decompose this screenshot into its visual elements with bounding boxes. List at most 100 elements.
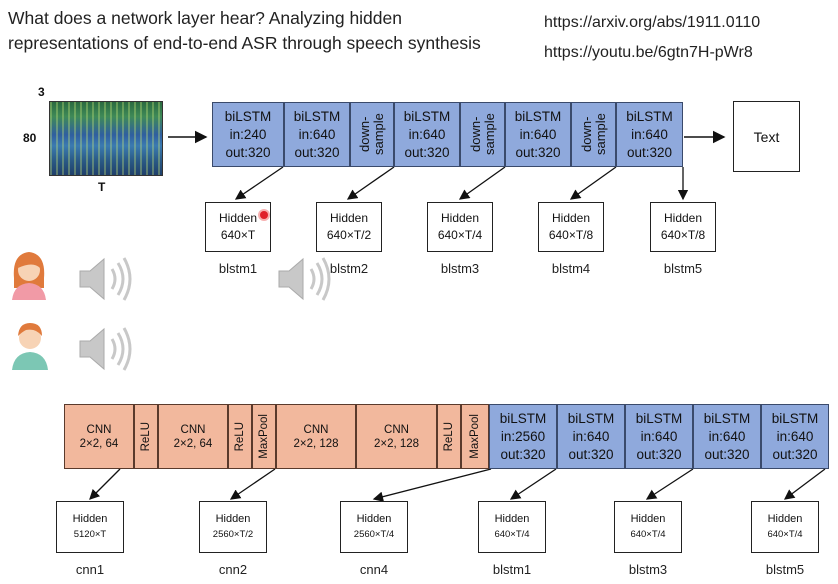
hidden-dims: 5120×T xyxy=(73,529,107,540)
relu-block-1: ReLU xyxy=(134,404,158,469)
block-params: 2×2, 64 xyxy=(173,437,213,450)
block-in: in:640 xyxy=(519,126,557,142)
youtube-link[interactable]: https://youtu.be/6gtn7H-pWr8 xyxy=(544,44,753,61)
block-out: out:320 xyxy=(225,144,271,160)
bottom-blstm-block-3: biLSTM in:640 out:320 xyxy=(625,404,693,469)
block-in: in:640 xyxy=(708,428,746,444)
block-in: in:640 xyxy=(640,428,678,444)
block-title: biLSTM xyxy=(771,410,819,426)
top-downsample-block-3: down-sample xyxy=(571,102,616,167)
block-in: in:640 xyxy=(776,428,814,444)
arxiv-link[interactable]: https://arxiv.org/abs/1911.0110 xyxy=(544,14,761,31)
block-out: out:320 xyxy=(568,446,614,462)
block-title: biLSTM xyxy=(403,108,451,124)
label-blstm1-top: blstm1 xyxy=(218,261,258,276)
block-title: biLSTM xyxy=(703,410,751,426)
female-avatar-icon xyxy=(12,252,46,300)
block-params: 2×2, 128 xyxy=(373,437,420,450)
hidden-title: Hidden xyxy=(663,211,703,225)
hidden-box-blstm3-bottom: Hidden 640×T/4 xyxy=(614,501,682,553)
block-title: down-sample xyxy=(467,113,497,156)
label-blstm4-top: blstm4 xyxy=(551,261,591,276)
label-blstm3-top: blstm3 xyxy=(440,261,480,276)
hidden-box-blstm1: Hidden 640×T xyxy=(205,202,271,252)
arrow-top-blstm1 xyxy=(234,166,284,200)
arrow-bottom-blstm3 xyxy=(645,468,694,500)
maxpool-block-1: MaxPool xyxy=(252,404,276,469)
hidden-dims: 2560×T/2 xyxy=(212,529,254,540)
block-params: 2×2, 64 xyxy=(79,437,119,450)
hidden-dims: 640×T/4 xyxy=(437,228,483,242)
block-title: CNN xyxy=(86,423,112,436)
block-in: in:640 xyxy=(631,126,668,142)
spectrogram-freq-label: 80 xyxy=(23,131,37,145)
text-output-label: Text xyxy=(753,128,780,145)
block-title: CNN xyxy=(180,423,206,436)
reference-links: https://arxiv.org/abs/1911.0110 https://… xyxy=(544,8,760,68)
hidden-box-cnn4: Hidden 2560×T/4 xyxy=(340,501,408,553)
cursor-dot-icon xyxy=(260,211,268,219)
block-title: ReLU xyxy=(442,421,455,452)
block-title: biLSTM xyxy=(514,108,562,124)
block-title: MaxPool xyxy=(468,414,481,459)
hidden-dims: 640×T/8 xyxy=(548,228,594,242)
hidden-box-cnn1: Hidden 5120×T xyxy=(56,501,124,553)
male-avatar-icon xyxy=(12,323,48,370)
hidden-title: Hidden xyxy=(329,211,369,225)
block-out: out:320 xyxy=(636,446,682,462)
spectrogram-image xyxy=(49,101,163,176)
hidden-dims: 640×T/4 xyxy=(630,529,666,540)
block-out: out:320 xyxy=(500,446,546,462)
block-in: in:640 xyxy=(298,126,336,142)
hidden-title: Hidden xyxy=(767,513,803,525)
hidden-title: Hidden xyxy=(356,513,392,525)
hidden-dims: 2560×T/4 xyxy=(353,529,395,540)
speaker-icon-2 xyxy=(278,257,331,301)
hidden-title: Hidden xyxy=(72,513,108,525)
label-blstm3-bottom: blstm3 xyxy=(628,562,668,577)
label-cnn2: cnn2 xyxy=(218,562,248,577)
arrow-top-blstm2 xyxy=(346,166,395,200)
block-in: in:640 xyxy=(572,428,610,444)
relu-block-2: ReLU xyxy=(228,404,252,469)
hidden-dims: 640×T xyxy=(220,228,256,242)
block-title: biLSTM xyxy=(626,108,673,124)
block-out: out:320 xyxy=(294,144,340,160)
block-title: biLSTM xyxy=(635,410,683,426)
hidden-dims: 640×T/4 xyxy=(767,529,803,540)
block-title: CNN xyxy=(384,423,409,436)
arrow-bottom-cnn4 xyxy=(372,468,492,502)
spectrogram-time-label: T xyxy=(98,180,106,194)
block-title: down-sample xyxy=(357,113,386,156)
hidden-title: Hidden xyxy=(440,211,480,225)
block-params: 2×2, 128 xyxy=(293,437,339,450)
relu-block-3: ReLU xyxy=(437,404,461,469)
spectrogram-channel-label: 3 xyxy=(38,85,45,99)
top-blstm-block-5: biLSTM in:640 out:320 xyxy=(616,102,683,167)
block-title: biLSTM xyxy=(224,108,272,124)
block-out: out:320 xyxy=(626,144,673,160)
hidden-title: Hidden xyxy=(551,211,591,225)
hidden-title: Hidden xyxy=(630,513,666,525)
block-title: ReLU xyxy=(139,421,152,452)
arrow-bottom-cnn2 xyxy=(229,468,276,500)
hidden-box-blstm3: Hidden 640×T/4 xyxy=(427,202,493,252)
block-title: biLSTM xyxy=(567,410,615,426)
label-cnn1: cnn1 xyxy=(75,562,105,577)
text-output-box: Text xyxy=(733,101,800,172)
block-in: in:2560 xyxy=(500,428,546,444)
hidden-title: Hidden xyxy=(218,211,258,225)
